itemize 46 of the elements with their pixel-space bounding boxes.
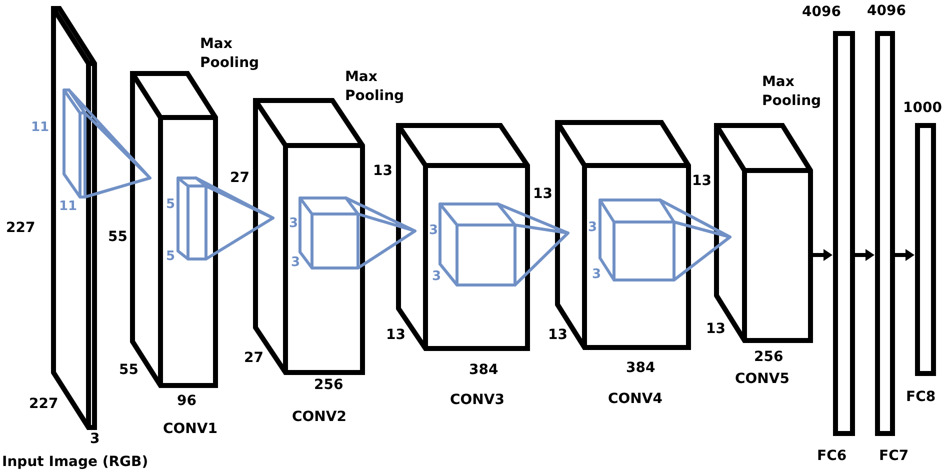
dimension-label: 13 xyxy=(706,322,726,336)
dimension-label: 13 xyxy=(533,187,552,201)
dimension-label: 384 xyxy=(626,361,656,375)
layer-name: CONV2 xyxy=(292,410,346,424)
dimension-label: 27 xyxy=(244,351,264,365)
kernel-size-label: 3 xyxy=(592,268,602,281)
dimension-label: 3 xyxy=(90,432,100,446)
layer-name: CONV5 xyxy=(735,372,790,386)
dimension-label: 13 xyxy=(548,328,568,342)
dimension-label: 384 xyxy=(469,363,498,377)
kernel-size-label: 3 xyxy=(291,256,300,269)
arrow xyxy=(894,249,914,261)
kernel-size-label: 11 xyxy=(31,121,50,134)
kernel-size-label: 11 xyxy=(59,200,78,213)
unit-count-label: 1000 xyxy=(903,101,942,115)
dimension-label: 227 xyxy=(29,397,58,411)
input-caption: Input Image (RGB) xyxy=(2,455,148,469)
dimension-label: 55 xyxy=(119,363,138,377)
kernel-size-label: 3 xyxy=(289,217,298,230)
dimension-label: 13 xyxy=(692,174,712,188)
layer-name: CONV1 xyxy=(163,422,218,436)
dimension-label: 13 xyxy=(373,164,392,178)
dimension-label: 256 xyxy=(754,350,784,364)
dimension-label: 227 xyxy=(6,221,36,235)
unit-count-label: 4096 xyxy=(802,5,841,19)
layer-name: FC6 xyxy=(817,449,847,463)
dimension-label: 13 xyxy=(386,328,406,342)
pooling-note: Max Pooling xyxy=(345,68,404,106)
unit-count-label: 4096 xyxy=(867,4,906,18)
arrow xyxy=(854,249,874,261)
kernel-size-label: 5 xyxy=(166,198,176,211)
layer-name: CONV3 xyxy=(450,393,504,407)
dimension-label: 96 xyxy=(177,394,196,408)
layer-name: FC7 xyxy=(879,449,909,463)
kernel-size-label: 3 xyxy=(429,224,438,237)
layer-name: CONV4 xyxy=(608,392,662,406)
kernel-size-label: 3 xyxy=(432,270,442,283)
kernel-size-label: 5 xyxy=(166,250,176,263)
kernel-size-label: 3 xyxy=(588,221,598,234)
dimension-label: 256 xyxy=(314,378,344,392)
dimension-label: 27 xyxy=(230,171,250,185)
dimension-label: 55 xyxy=(108,230,128,244)
pooling-note: Max Pooling xyxy=(762,73,822,111)
layer-name: FC8 xyxy=(906,390,936,404)
arrow xyxy=(812,249,832,261)
pooling-note: Max Pooling xyxy=(200,35,260,73)
